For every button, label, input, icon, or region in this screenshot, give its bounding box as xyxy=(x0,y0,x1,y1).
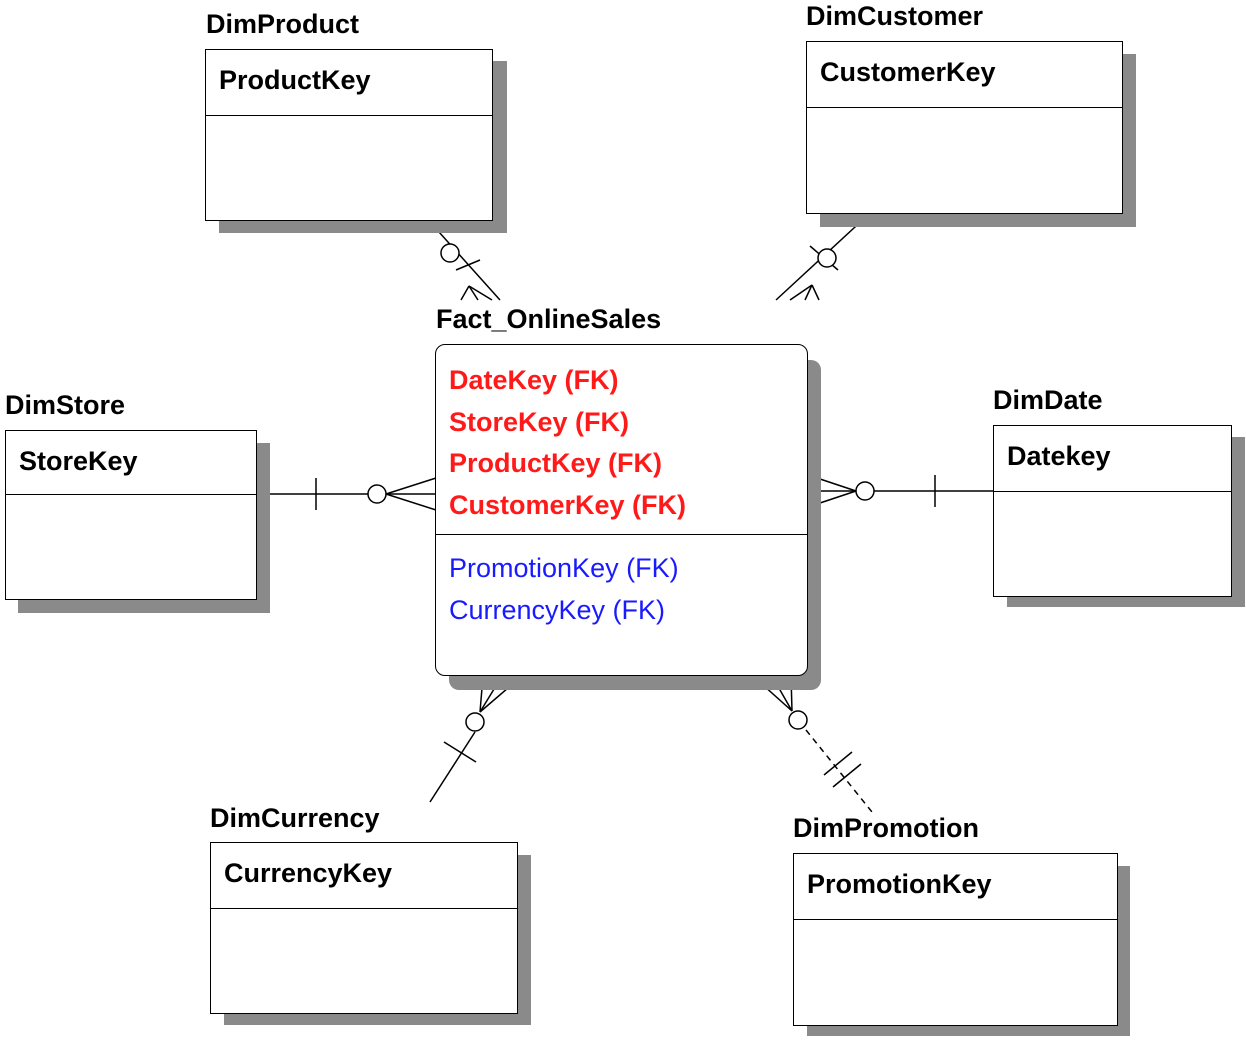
entity-title-dimcurrency: DimCurrency xyxy=(210,803,380,833)
rel-promotion-fact xyxy=(752,675,873,813)
entity-dimstore[interactable]: StoreKey xyxy=(5,430,257,600)
entity-dimpromotion[interactable]: PromotionKey xyxy=(793,853,1118,1026)
entity-dimcurrency[interactable]: CurrencyKey xyxy=(210,842,518,1014)
primary-key-productkey: ProductKey xyxy=(219,65,371,95)
entity-title-fact-onlinesales: Fact_OnlineSales xyxy=(436,304,662,334)
fk-currencykey: CurrencyKey (FK) xyxy=(449,594,666,625)
entity-dimdate[interactable]: Datekey xyxy=(993,425,1232,597)
rel-date-fact xyxy=(807,474,993,508)
entity-title-dimcustomer: DimCustomer xyxy=(806,1,984,31)
fk-promotionkey: PromotionKey (FK) xyxy=(449,553,679,583)
primary-key-promotionkey: PromotionKey xyxy=(807,869,992,899)
rel-currency-fact xyxy=(429,675,523,803)
fk-productkey: ProductKey (FK) xyxy=(449,448,663,478)
fk-storekey: StoreKey (FK) xyxy=(449,406,630,437)
entity-dimcustomer[interactable]: CustomerKey xyxy=(806,41,1123,214)
rel-customer-fact xyxy=(775,214,869,301)
fk-datekey: DateKey (FK) xyxy=(449,365,619,395)
key-divider xyxy=(436,534,807,535)
optional-key-list: PromotionKey (FK) CurrencyKey (FK) xyxy=(449,548,679,631)
primary-key-storekey: StoreKey xyxy=(19,446,138,476)
entity-title-dimproduct: DimProduct xyxy=(206,9,360,39)
entity-fact-onlinesales[interactable]: DateKey (FK) StoreKey (FK) ProductKey (F… xyxy=(435,344,808,676)
entity-title-dimpromotion: DimPromotion xyxy=(793,813,979,843)
rel-product-fact xyxy=(429,221,501,301)
foreign-key-list: DateKey (FK) StoreKey (FK) ProductKey (F… xyxy=(449,360,686,526)
primary-key-customerkey: CustomerKey xyxy=(820,57,996,87)
primary-key-currencykey: CurrencyKey xyxy=(224,858,393,888)
entity-title-dimdate: DimDate xyxy=(993,385,1103,415)
primary-key-datekey: Datekey xyxy=(1007,441,1111,471)
fk-customerkey: CustomerKey (FK) xyxy=(449,489,687,520)
entity-dimproduct[interactable]: ProductKey xyxy=(205,49,493,221)
entity-title-dimstore: DimStore xyxy=(5,390,126,420)
rel-store-fact xyxy=(258,477,437,511)
